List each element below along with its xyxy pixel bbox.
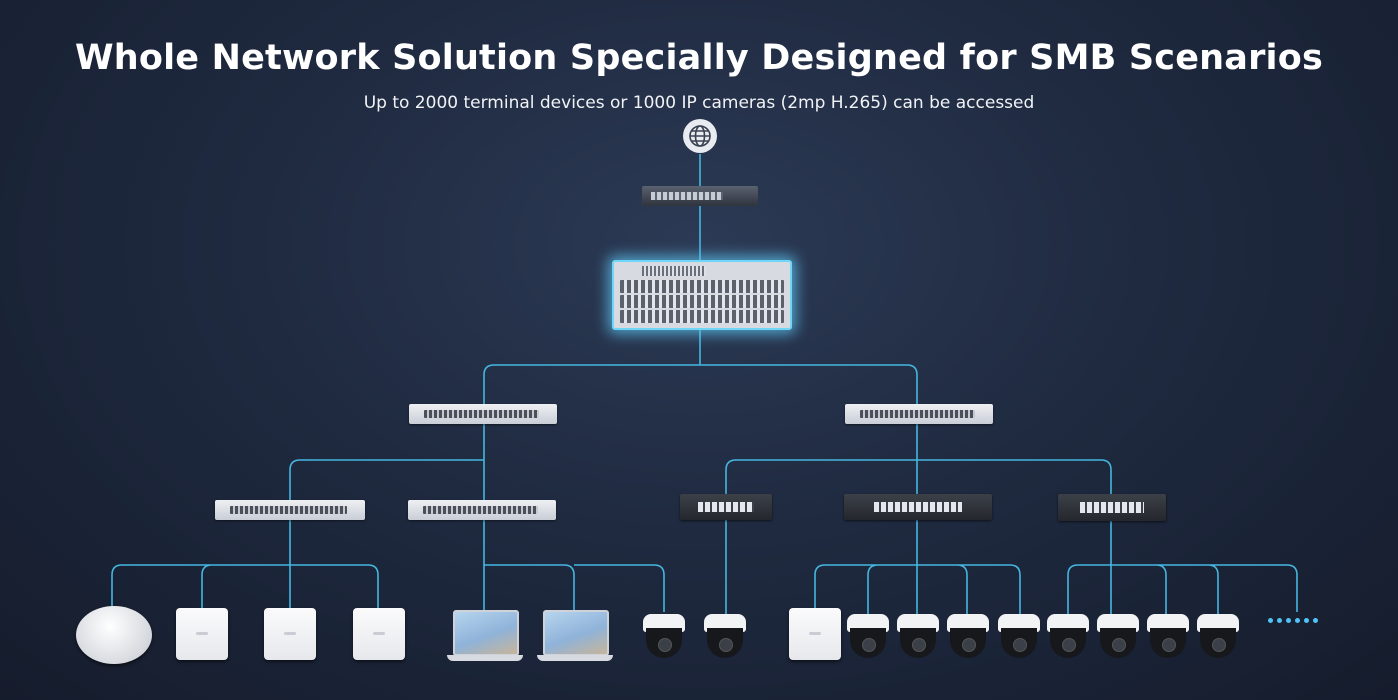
more-devices-dots	[1268, 618, 1318, 623]
dome-camera	[1047, 614, 1089, 660]
laptop	[447, 610, 523, 662]
aggregation-switch-right	[845, 404, 993, 424]
poe-switch-3	[680, 494, 772, 520]
dome-camera	[947, 614, 989, 660]
link-sw4-cameras	[814, 520, 1021, 614]
laptop	[537, 610, 613, 662]
outdoor-access-point	[76, 606, 152, 664]
link-agg1-access	[289, 424, 485, 500]
access-switch-1	[215, 500, 365, 520]
ceiling-access-point	[264, 608, 316, 660]
dome-camera	[643, 614, 685, 660]
link-sw5-cameras	[1067, 521, 1298, 614]
globe-icon	[683, 119, 717, 153]
ceiling-access-point	[176, 608, 228, 660]
page-subtitle: Up to 2000 terminal devices or 1000 IP c…	[363, 93, 1035, 113]
page-title: Whole Network Solution Specially Designe…	[74, 38, 1324, 78]
poe-switch-5	[1058, 494, 1166, 521]
dome-camera	[897, 614, 939, 660]
aggregation-switch-left	[409, 404, 557, 424]
link-sw1-aps	[111, 520, 379, 612]
link-core-aggregation	[483, 326, 918, 404]
dome-camera	[1097, 614, 1139, 660]
dome-camera	[847, 614, 889, 660]
dome-camera	[1147, 614, 1189, 660]
ceiling-access-point	[789, 608, 841, 660]
dome-camera	[998, 614, 1040, 660]
gateway-router	[642, 186, 758, 206]
dome-camera	[1197, 614, 1239, 660]
access-switch-2	[408, 500, 556, 520]
link-agg2-access	[725, 424, 1112, 494]
dome-camera	[704, 614, 746, 660]
ceiling-access-point	[353, 608, 405, 660]
poe-switch-4	[844, 494, 992, 520]
core-switch	[612, 260, 792, 330]
link-sw2-clients	[483, 520, 665, 612]
